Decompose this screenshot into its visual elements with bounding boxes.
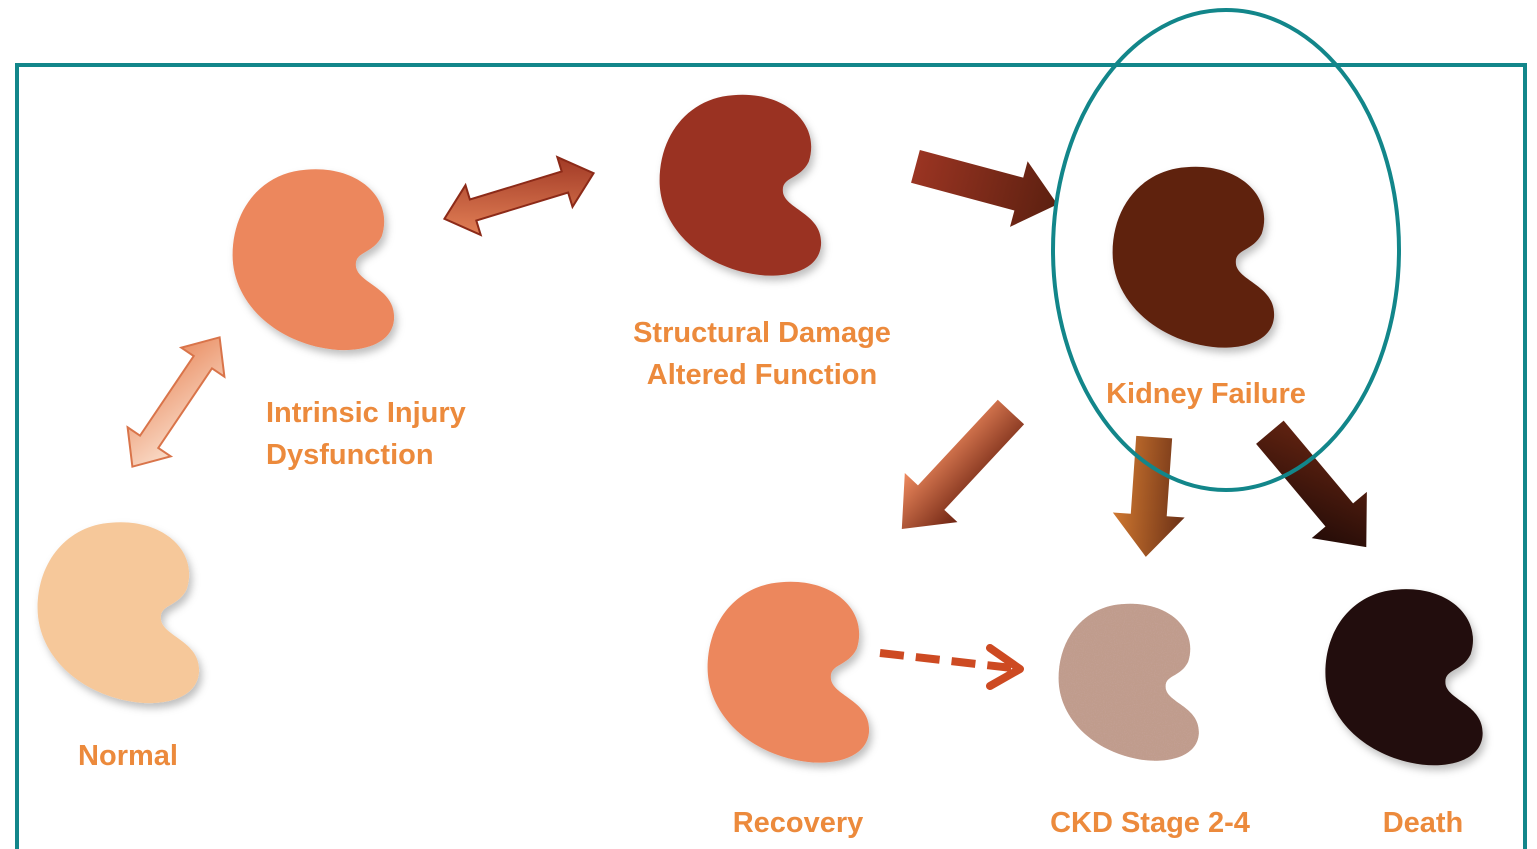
label-ckd-stage: CKD Stage 2-4 bbox=[1050, 807, 1250, 839]
label-structural-line1: Structural Damage bbox=[633, 317, 891, 349]
label-intrinsic-line2: Dysfunction bbox=[266, 439, 434, 471]
bidirectional-arrow-intrinsic-structural bbox=[437, 148, 601, 243]
kidney-intrinsic-icon bbox=[233, 169, 395, 350]
kidney-structural-icon bbox=[660, 95, 822, 276]
label-structural-line2: Altered Function bbox=[647, 359, 877, 391]
arrow-failure-to-recovery bbox=[875, 387, 1037, 553]
kidney-death-icon bbox=[1325, 589, 1482, 765]
kidney-normal-icon bbox=[38, 522, 200, 703]
label-intrinsic-line1: Intrinsic Injury bbox=[266, 397, 466, 429]
arrow-structural-to-failure bbox=[907, 134, 1067, 238]
label-kidney-failure: Kidney Failure bbox=[1106, 378, 1306, 410]
label-death: Death bbox=[1383, 807, 1464, 839]
bidirectional-arrow-normal-intrinsic bbox=[111, 323, 241, 481]
label-normal: Normal bbox=[78, 740, 178, 772]
label-recovery: Recovery bbox=[733, 807, 864, 839]
dashed-arrow-recovery-to-ckd bbox=[880, 648, 1020, 686]
kidney-recovery-icon bbox=[708, 582, 870, 763]
kidney-ckd-icon bbox=[1059, 604, 1199, 761]
arrow-failure-to-death bbox=[1242, 409, 1394, 570]
arrow-failure-to-ckd bbox=[1110, 435, 1190, 560]
kidney-failure-icon bbox=[1113, 167, 1275, 348]
